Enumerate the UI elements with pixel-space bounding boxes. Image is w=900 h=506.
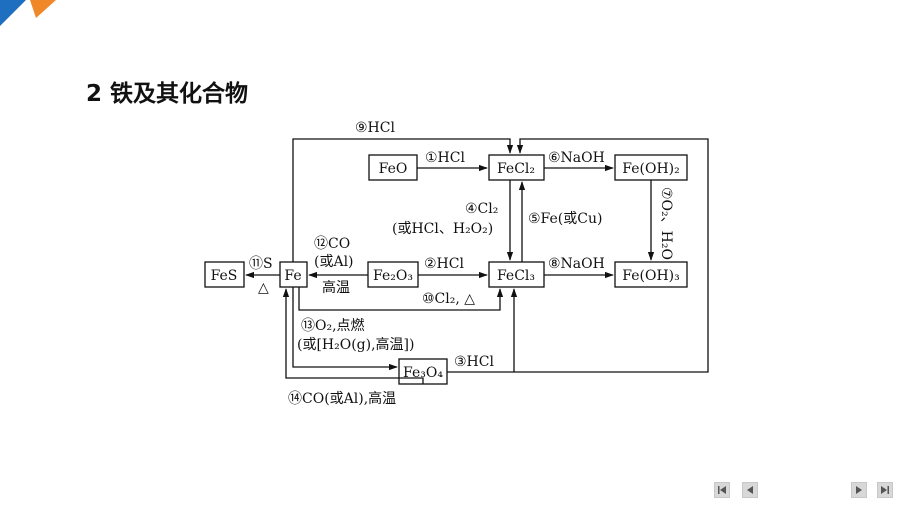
box-fes [204, 261, 245, 288]
arrow-r13 [292, 287, 398, 371]
label-fes: FeS [211, 268, 238, 284]
reaction-label-r12-line1: ⑫CO [314, 236, 350, 252]
first-slide-icon [718, 486, 726, 494]
label-feoh2: Fe(OH)₂ [622, 161, 679, 177]
arrow-r9 [292, 138, 514, 262]
arrow-r14 [282, 288, 424, 384]
reaction-label-r1: ①HCl [425, 150, 465, 166]
reaction-label-r14: ⑭CO(或Al),高温 [288, 390, 396, 407]
next-slide-button[interactable] [851, 482, 867, 498]
box-feoh3 [614, 261, 688, 288]
reaction-label-r6: ⑥NaOH [548, 150, 605, 166]
reaction-label-r4-line2: (或HCl、H₂O₂) [392, 221, 493, 237]
corner-decoration [0, 0, 56, 26]
reaction-label-r9: ⑨HCl [355, 120, 395, 136]
page-title: 2 铁及其化合物 [86, 81, 249, 107]
previous-slide-icon [747, 486, 753, 494]
reaction-label-r4-line1: ④Cl₂ [465, 201, 498, 217]
reaction-label-r8: ⑧NaOH [548, 256, 605, 272]
reaction-label-r5: ⑤Fe(或Cu) [528, 211, 602, 227]
reaction-label-r11: ⑪S [249, 256, 273, 272]
reaction-label-r12-line3: 高温 [322, 279, 350, 296]
reaction-label-r3: ③HCl [454, 354, 494, 370]
label-fe: Fe [284, 268, 301, 284]
label-feoh3: Fe(OH)₃ [622, 268, 679, 284]
first-slide-button[interactable] [714, 482, 730, 498]
label-feo: FeO [379, 161, 408, 177]
reaction-label-r2: ②HCl [424, 256, 464, 272]
label-fecl2: FeCl₂ [497, 161, 535, 177]
reaction-label-r7: ⑦O₂、H₂O [658, 187, 674, 260]
arrow-r10 [298, 287, 504, 311]
label-fe2o3: Fe₂O₃ [373, 268, 413, 284]
last-slide-icon [881, 486, 889, 494]
reaction-label-r13-line1: ⑬O₂,点燃 [301, 317, 365, 334]
reaction-label-r11-condition: △ [258, 280, 269, 296]
label-fecl3: FeCl₃ [497, 268, 535, 284]
arrow-outer-loop [447, 138, 709, 373]
reaction-label-r10: ⑩Cl₂, △ [422, 291, 475, 307]
reaction-label-r12-line2: (或Al) [314, 254, 354, 270]
previous-slide-button[interactable] [742, 482, 758, 498]
last-slide-button[interactable] [877, 482, 893, 498]
reaction-label-r13-line2: (或[H₂O(g),高温]) [297, 336, 414, 353]
next-slide-icon [856, 486, 862, 494]
label-fe3o4: Fe₃O₄ [403, 365, 443, 381]
